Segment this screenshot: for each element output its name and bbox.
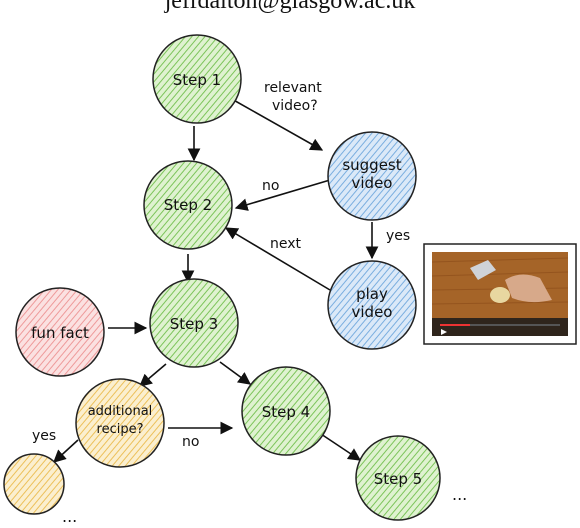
edge-label-yes-play: yes [386, 228, 410, 244]
node-play-video: play video [327, 260, 417, 350]
edge-step3-additional [139, 363, 167, 387]
node-step2: Step 2 [143, 160, 233, 250]
node-additional-recipe: additional recipe? [75, 378, 165, 468]
node-suggest-label-line2: video [352, 174, 393, 192]
edge-label-no-step2: no [262, 178, 279, 194]
node-additional-label-line2: recipe? [97, 422, 144, 437]
node-play-label-line1: play [356, 285, 388, 303]
node-additional-label-line1: additional [88, 404, 153, 419]
node-play-label-line2: video [352, 303, 393, 321]
node-step1: Step 1 [152, 34, 242, 124]
play-icon [441, 329, 447, 335]
edges [53, 97, 379, 463]
node-unnamed-orange [3, 453, 65, 515]
edge-label-relevant-line2: video? [272, 98, 318, 114]
video-thumbnail [423, 243, 577, 345]
node-step1-label: Step 1 [173, 71, 221, 89]
node-suggest-video: suggest video [327, 131, 417, 221]
node-fun-fact-label: fun fact [31, 324, 89, 342]
node-step4-label: Step 4 [262, 403, 310, 421]
node-step3: Step 3 [149, 278, 239, 368]
edge-label-no-step4: no [182, 434, 199, 450]
node-step2-label: Step 2 [164, 196, 212, 214]
node-fun-fact: fun fact [15, 287, 105, 377]
edge-label-relevant-line1: relevant [264, 80, 322, 96]
edge-label-next: next [270, 236, 302, 252]
ellipsis-after-step5: ... [452, 485, 467, 504]
edge-step1-suggest [229, 97, 324, 151]
node-step5-label: Step 5 [374, 470, 422, 488]
edge-additional-orange [53, 439, 79, 463]
node-step4: Step 4 [241, 366, 331, 456]
edge-label-yes-orange: yes [32, 428, 56, 444]
edge-play-step2 [224, 227, 331, 291]
edge-step4-step5 [317, 431, 362, 461]
edge-suggest-step2 [234, 179, 331, 211]
node-step3-label: Step 3 [170, 315, 218, 333]
node-step5: Step 5 [355, 435, 441, 521]
node-suggest-label-line1: suggest [342, 156, 401, 174]
ellipsis-after-orange: ... [62, 507, 77, 526]
edge-step3-step4 [219, 361, 252, 385]
author-email: jeffdalton@glasgow.ac.uk [164, 0, 416, 14]
